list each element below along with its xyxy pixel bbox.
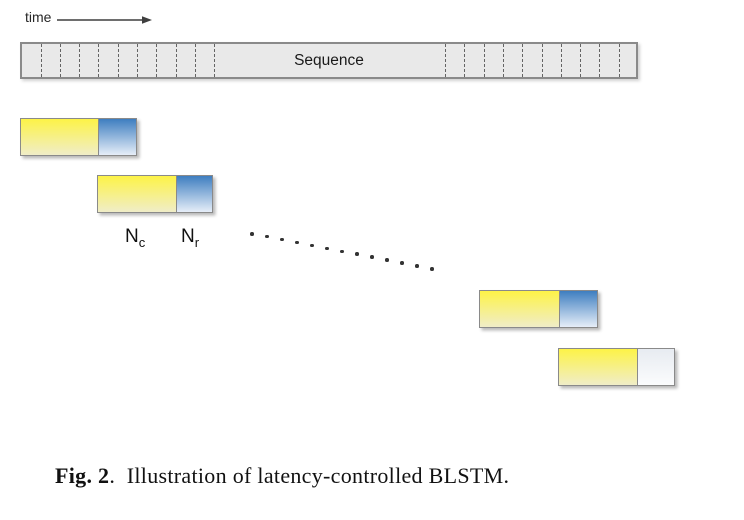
frame-tick xyxy=(522,44,524,77)
chunk-main-cell xyxy=(480,291,559,327)
chunk-context-cell xyxy=(559,291,597,327)
frame-tick xyxy=(580,44,582,77)
frame-tick xyxy=(560,44,562,77)
ellipsis-dot xyxy=(310,243,314,248)
frame-tick xyxy=(214,44,216,77)
chunk-main-cell xyxy=(98,176,176,212)
chunk-block xyxy=(20,118,137,156)
chunk-block xyxy=(97,175,213,213)
sequence-bar: Sequence xyxy=(20,42,638,79)
time-axis-label: time xyxy=(25,9,52,25)
frame-tick xyxy=(599,44,601,77)
frame-tick xyxy=(117,44,119,77)
caption-text: . Illustration of latency-controlled BLS… xyxy=(109,463,510,488)
ellipsis-dot xyxy=(400,261,404,265)
frame-tick xyxy=(502,44,504,77)
ellipsis-dot xyxy=(340,249,344,253)
chunk-context-cell xyxy=(176,176,212,212)
frame-tick xyxy=(194,44,196,77)
ellipsis-dot xyxy=(250,232,254,236)
frame-tick xyxy=(59,44,61,77)
caption-number: Fig. 2 xyxy=(55,463,110,488)
ellipsis-dot xyxy=(415,264,419,268)
nc-base: N xyxy=(125,226,139,247)
frame-tick xyxy=(483,44,485,77)
chunk-context-cell xyxy=(98,119,136,155)
ellipsis-dot xyxy=(355,252,359,256)
ellipsis-dot xyxy=(385,258,389,262)
ellipsis-dot xyxy=(265,234,269,239)
frame-tick xyxy=(156,44,158,77)
nc-sub: c xyxy=(138,234,146,250)
frame-tick xyxy=(40,44,42,77)
ellipsis-dot xyxy=(325,246,329,251)
frame-tick xyxy=(98,44,100,77)
ellipsis-dot xyxy=(295,240,299,245)
frame-tick xyxy=(175,44,177,77)
nr-label: Nr xyxy=(181,226,199,250)
ellipsis-dot xyxy=(280,237,284,242)
nr-sub: r xyxy=(194,234,200,250)
chunk-main-cell xyxy=(21,119,98,155)
chunk-block xyxy=(479,290,598,328)
time-arrow-icon xyxy=(57,16,152,24)
nr-base: N xyxy=(181,226,195,247)
frame-tick xyxy=(79,44,81,77)
chunk-main-cell xyxy=(559,349,637,385)
nc-label: Nc xyxy=(125,226,145,250)
frame-tick xyxy=(137,44,138,77)
ellipsis-dot xyxy=(370,255,374,259)
frame-tick xyxy=(464,44,466,77)
frame-tick xyxy=(445,44,446,77)
sequence-label: Sequence xyxy=(294,51,364,69)
frame-tick xyxy=(541,44,543,77)
frame-tick xyxy=(618,44,620,77)
ellipsis-dot xyxy=(430,267,434,271)
figure-caption: Fig. 2. Illustration of latency-controll… xyxy=(55,463,509,489)
chunk-context-cell xyxy=(637,349,674,385)
chunk-block xyxy=(558,348,675,386)
